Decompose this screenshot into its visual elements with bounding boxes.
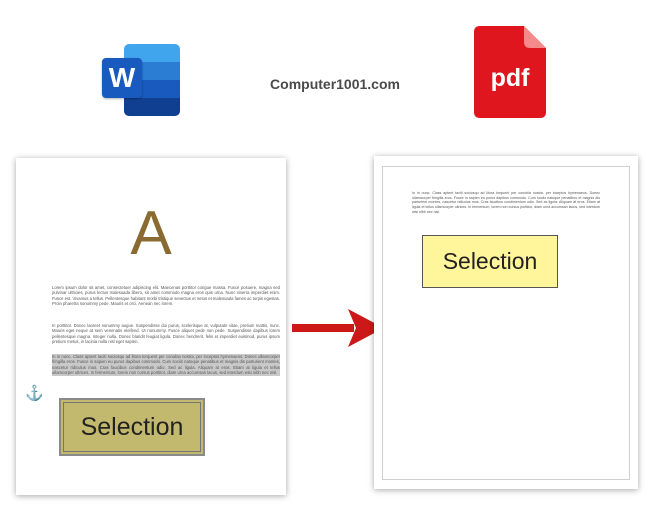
paragraph-3-highlighted[interactable]: In in nunc. Class aptent taciti sociosqu… [52, 354, 280, 376]
arrow-right-icon [292, 307, 386, 349]
selection-textbox-word[interactable]: Selection [59, 398, 205, 456]
word-document-page: A Lorem ipsum dolor sit amet, consectetu… [16, 158, 286, 495]
word-logo-letter: W [102, 58, 142, 98]
pdf-document-page: In in nunc. Class aptent taciti sociosqu… [374, 156, 638, 489]
pdf-page-border [382, 166, 630, 480]
selection-textbox-pdf: Selection [422, 235, 558, 288]
paragraph-1: Lorem ipsum dolor sit amet, consectetuer… [52, 285, 280, 307]
pdf-icon-label: pdf [490, 64, 530, 92]
big-letter: A [130, 199, 172, 268]
word-logo-icon: W [102, 44, 182, 116]
selection-label: Selection [80, 412, 184, 441]
paragraph-2: In porttitor. Donec laoreet nonummy augu… [52, 323, 280, 345]
site-name: Computer1001.com [270, 76, 400, 92]
anchor-icon[interactable]: ⚓ [25, 385, 44, 402]
pdf-paragraph: In in nunc. Class aptent taciti sociosqu… [412, 191, 600, 214]
pdf-file-icon: pdf [474, 26, 546, 118]
selection-label: Selection [442, 248, 538, 274]
